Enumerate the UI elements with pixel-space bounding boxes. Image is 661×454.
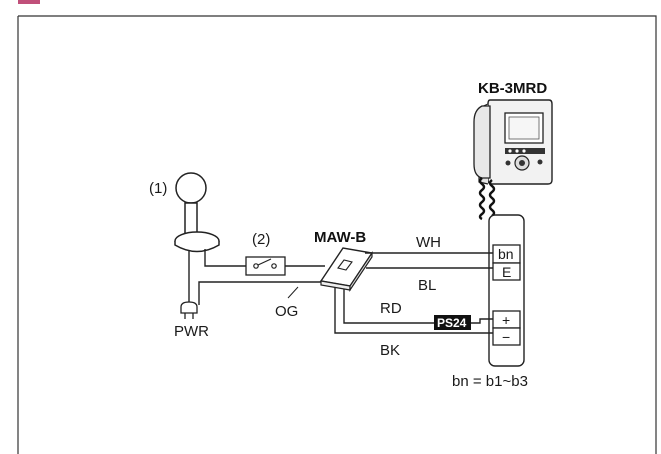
header-fragment bbox=[18, 0, 40, 4]
power-plug-icon bbox=[180, 301, 198, 319]
wire-bl-label: BL bbox=[418, 277, 436, 294]
terminal-plus-label: + bbox=[502, 312, 510, 328]
wire-ps-plus bbox=[471, 318, 493, 324]
frame-border bbox=[17, 15, 657, 454]
terminal-e-box bbox=[492, 262, 521, 281]
camera-device-icon bbox=[174, 172, 220, 253]
wire-bk-label: BK bbox=[380, 342, 400, 359]
power-supply-box bbox=[434, 315, 471, 330]
switch-ref-label: (2) bbox=[252, 231, 270, 248]
wire-wh-label: WH bbox=[416, 234, 441, 251]
bn-footnote: bn = b1~b3 bbox=[452, 373, 528, 390]
camera-ref-label: (1) bbox=[149, 180, 167, 197]
switch-icon bbox=[245, 256, 286, 276]
wire-camera-switch bbox=[204, 249, 246, 267]
power-label: PWR bbox=[174, 323, 209, 340]
terminal-e-label: E bbox=[502, 264, 511, 280]
monitor-device-icon bbox=[473, 99, 553, 221]
power-supply-label: PS24 bbox=[437, 316, 467, 330]
terminal-bn-label: bn bbox=[498, 246, 514, 262]
wire-rd-label: RD bbox=[380, 300, 402, 317]
og-leader bbox=[287, 286, 299, 299]
wire-og-label: OG bbox=[275, 303, 298, 320]
adaptor-device-icon bbox=[319, 247, 374, 292]
wire-rd bbox=[343, 289, 434, 324]
monitor-model-label: KB-3MRD bbox=[478, 80, 547, 97]
wire-og bbox=[198, 281, 321, 305]
adaptor-model-label: MAW-B bbox=[314, 229, 366, 246]
terminal-minus-box bbox=[492, 327, 521, 346]
wire-bk bbox=[334, 287, 493, 334]
terminal-minus-label: − bbox=[502, 329, 510, 345]
